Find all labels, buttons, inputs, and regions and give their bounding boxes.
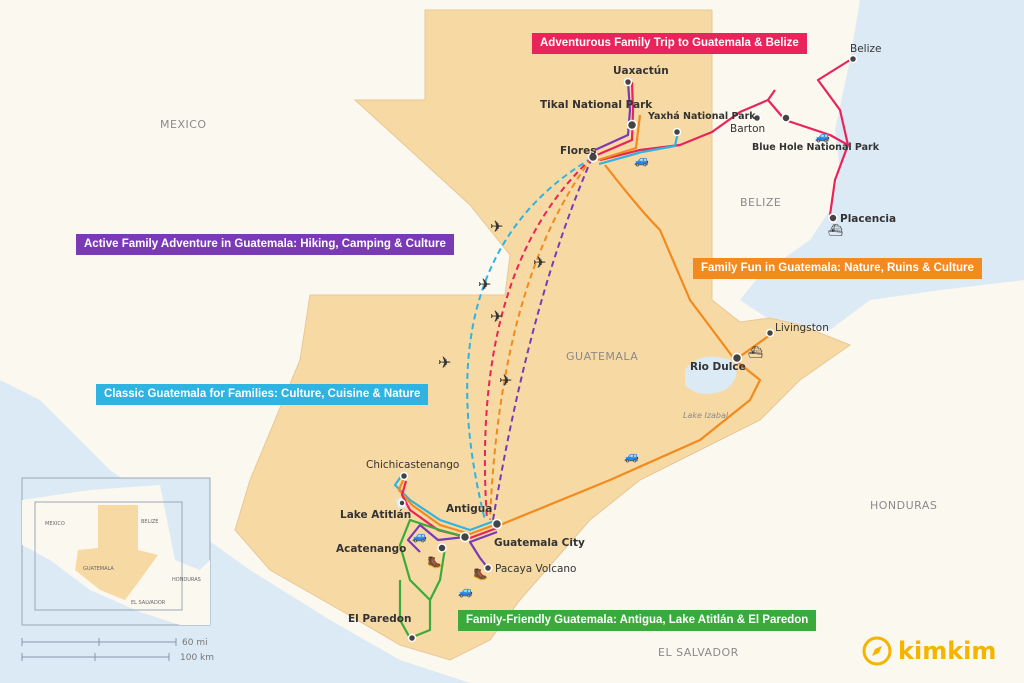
route-highlands-red bbox=[400, 480, 498, 540]
flight-red bbox=[483, 157, 593, 521]
car-icon: 🚙 bbox=[458, 584, 473, 598]
city-livingston: Livingston bbox=[775, 322, 829, 334]
route-orange-south bbox=[499, 164, 762, 527]
lake-izabal bbox=[685, 356, 737, 394]
inset-guatemala: GUATEMALA bbox=[83, 566, 114, 572]
route-green bbox=[398, 518, 466, 640]
hiker-icon: 🥾 bbox=[427, 555, 442, 569]
plane-icon: ✈ bbox=[499, 371, 512, 390]
route-peten-orange bbox=[597, 114, 642, 162]
brand-name: kimkim bbox=[898, 637, 997, 665]
city-placencia: Placencia bbox=[840, 213, 896, 225]
hiker-icon: 🥾 bbox=[473, 567, 488, 581]
scale-bar bbox=[21, 638, 177, 661]
inset-belize: BELIZE bbox=[141, 519, 158, 525]
plane-icon: ✈ bbox=[490, 307, 503, 326]
plane-icons: ✈ ✈ ✈ ✈ ✈ ✈ bbox=[438, 217, 546, 390]
city-guatemala-city: Guatemala City bbox=[494, 537, 585, 549]
route-peten-blue bbox=[598, 131, 680, 166]
city-rio-dulce: Rio Dulce bbox=[690, 361, 746, 373]
route-label-adventurous: Adventurous Family Trip to Guatemala & B… bbox=[532, 33, 807, 54]
car-icon: 🚙 bbox=[624, 449, 639, 463]
country-el-salvador: EL SALVADOR bbox=[658, 646, 739, 659]
city-markers bbox=[398, 54, 858, 643]
country-guatemala: GUATEMALA bbox=[566, 350, 638, 363]
city-tikal: Tikal National Park bbox=[540, 99, 653, 111]
land-routes bbox=[393, 59, 851, 640]
guatemala-region bbox=[234, 9, 852, 661]
route-highlands-purple bbox=[406, 523, 498, 569]
plane-icon: ✈ bbox=[490, 217, 503, 236]
car-icon: 🚙 bbox=[815, 129, 830, 143]
city-flores: Flores bbox=[560, 145, 597, 157]
route-highlands-blue bbox=[393, 474, 498, 532]
city-blue-hole: Blue Hole National Park bbox=[752, 142, 880, 153]
city-chichicastenango: Chichicastenango bbox=[366, 459, 459, 471]
route-label-family-friendly: Family-Friendly Guatemala: Antigua, Lake… bbox=[458, 610, 817, 631]
route-label-family-fun: Family Fun in Guatemala: Nature, Ruins &… bbox=[693, 258, 982, 279]
route-highlands-orange bbox=[397, 477, 498, 536]
plane-icon: ✈ bbox=[533, 253, 546, 272]
inset-mexico: MEXICO bbox=[45, 521, 65, 527]
country-honduras: HONDURAS bbox=[870, 499, 937, 512]
route-label-active: Active Family Adventure in Guatemala: Hi… bbox=[76, 234, 454, 255]
flight-purple bbox=[492, 157, 593, 521]
city-acatenango: Acatenango bbox=[336, 543, 406, 555]
city-pacaya: Pacaya Volcano bbox=[495, 563, 576, 575]
scale-miles: 60 mi bbox=[182, 638, 208, 648]
city-antigua: Antigua bbox=[446, 503, 492, 515]
city-barton: Barton bbox=[730, 123, 765, 135]
inset-el-salvador: EL SALVADOR bbox=[131, 600, 166, 606]
car-icon: 🚙 bbox=[412, 529, 427, 543]
city-lake-atitlan: Lake Atitlán bbox=[340, 509, 411, 521]
city-labels: Uaxactún Tikal National Park Yaxhá Natio… bbox=[336, 43, 896, 625]
city-el-paredon: El Paredon bbox=[348, 613, 411, 625]
plane-icon: ✈ bbox=[438, 353, 451, 372]
compass-icon bbox=[862, 636, 892, 666]
scale-km: 100 km bbox=[180, 653, 214, 663]
route-label-classic: Classic Guatemala for Families: Culture,… bbox=[96, 384, 429, 405]
car-icon: 🚙 bbox=[634, 153, 649, 167]
city-belize: Belize bbox=[850, 43, 881, 55]
inset-honduras: HONDURAS bbox=[172, 577, 201, 583]
country-belize: BELIZE bbox=[740, 196, 781, 209]
lake-izabal-label: Lake Izabal bbox=[683, 411, 729, 420]
car-icons: 🚙 🚙 🚙 🚙 🚙 ⛴ ⛴ 🥾 🥾 bbox=[412, 129, 843, 598]
kimkim-logo: kimkim bbox=[862, 636, 996, 666]
flight-routes bbox=[466, 157, 593, 521]
boat-icon: ⛴ bbox=[748, 345, 763, 359]
plane-icon: ✈ bbox=[478, 275, 491, 294]
inset-map: MEXICO BELIZE GUATEMALA HONDURAS EL SALV… bbox=[21, 477, 211, 626]
country-mexico: MEXICO bbox=[160, 118, 207, 131]
belize-coast-water bbox=[770, 0, 1024, 320]
city-yaxha: Yaxhá National Park bbox=[647, 111, 756, 122]
city-uaxactun: Uaxactún bbox=[613, 65, 669, 77]
flight-orange bbox=[489, 157, 593, 521]
boat-icon: ⛴ bbox=[828, 223, 843, 237]
flight-blue bbox=[466, 157, 593, 521]
